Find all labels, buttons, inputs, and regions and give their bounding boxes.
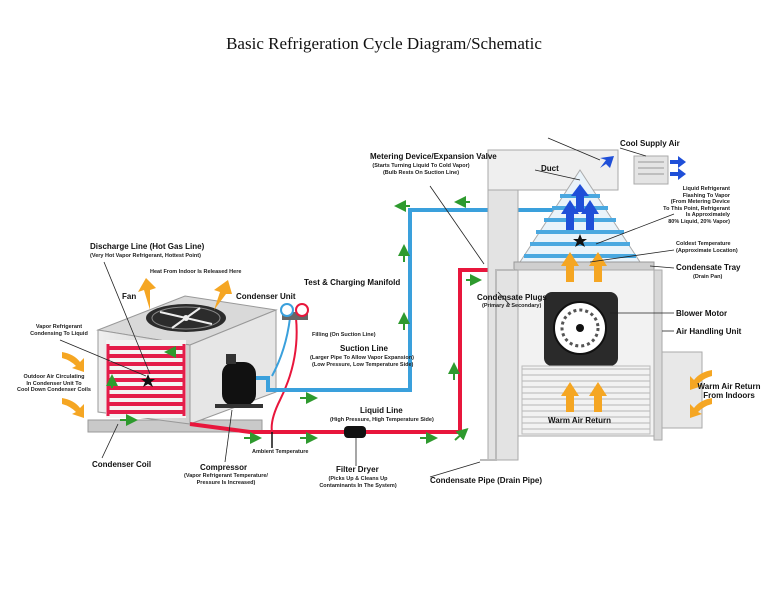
condensate-pipe-label: Condensate Pipe (Drain Pipe)	[430, 476, 543, 485]
liquid-line-label: Liquid Line	[360, 406, 403, 415]
condenser-coil-label: Condenser Coil	[92, 460, 152, 469]
compressor-label: Compressor	[200, 463, 248, 472]
warm-air-arrow-icon	[138, 278, 232, 310]
condensate-plugs-label: Condensate Plugs	[477, 293, 547, 302]
discharge-line-label: Discharge Line (Hot Gas Line)	[90, 242, 205, 251]
suction-sub1: (Larger Pipe To Allow Vapor Expansion)	[310, 355, 414, 361]
coldest-temperature-label: Coldest Temperature(Approximate Location…	[676, 241, 738, 254]
warm-air-return-label: Warm Air Return	[548, 416, 611, 425]
return-grille	[521, 365, 651, 435]
filter-dryer-label: Filter Dryer	[336, 465, 379, 474]
suction-line	[256, 208, 560, 392]
ambient-temperature-label: Ambient Temperature	[252, 449, 309, 455]
filling-label: Filling (On Suction Line)	[312, 332, 376, 338]
condensate-tray-label: Condensate Tray	[676, 263, 741, 272]
condensate-tray	[513, 261, 655, 271]
star-icon	[141, 374, 155, 387]
suction-line-label: Suction Line	[340, 344, 388, 353]
compressor-sub: (Vapor Refrigerant Temperature/Pressure …	[184, 473, 268, 486]
duct-top	[487, 149, 619, 191]
blower-wheel-icon	[544, 292, 618, 366]
condensate-plugs-sub: (Primary & Secondary)	[482, 303, 542, 309]
liquid-line-sub: (High Pressure, High Temperature Side)	[330, 417, 434, 423]
duct-label: Duct	[541, 164, 559, 173]
compressor-icon	[215, 354, 263, 408]
fan-icon	[146, 304, 226, 332]
metering-device-label: Metering Device/Expansion Valve	[370, 152, 497, 161]
test-manifold-label: Test & Charging Manifold	[304, 278, 401, 287]
warm-air-return-arrows	[561, 252, 712, 418]
condenser-unit-label: Condenser Unit	[236, 292, 296, 301]
condenser-unit	[87, 295, 278, 433]
duct-left-wall	[487, 149, 519, 461]
pressure-gauge-icon	[280, 303, 309, 320]
metering-device-sub: (Starts Turning Liquid To Cold Vapor)(Bu…	[372, 163, 470, 176]
supply-register	[633, 155, 669, 185]
discharge-line-sub: (Very Hot Vapor Refrigerant, Hottest Poi…	[90, 253, 201, 259]
outdoor-air-arrows	[62, 352, 84, 418]
coldest-point-star-icon	[573, 234, 587, 247]
blower-motor-label: Blower Motor	[676, 309, 728, 318]
cool-air-arrow-icon	[561, 156, 686, 230]
air-handling-unit-label: Air Handling Unit	[676, 327, 742, 336]
cool-supply-label: Cool Supply Air	[620, 139, 680, 148]
suction-sub2: (Low Pressure, Low Temperature Side)	[312, 362, 414, 368]
condensate-tray-sub: (Drain Pan)	[693, 274, 723, 280]
leader-lines	[59, 137, 675, 478]
heat-released-label: Heat From Indoor Is Released Here	[150, 269, 242, 275]
fan-label: Fan	[122, 292, 137, 301]
condensate-drain-pipe	[480, 269, 514, 461]
page-title: Basic Refrigeration Cycle Diagram/Schema…	[226, 34, 542, 53]
flow-arrow-icon	[244, 196, 482, 444]
condenser-flow-arrows	[106, 346, 176, 426]
filter-dryer-icon	[344, 426, 366, 438]
